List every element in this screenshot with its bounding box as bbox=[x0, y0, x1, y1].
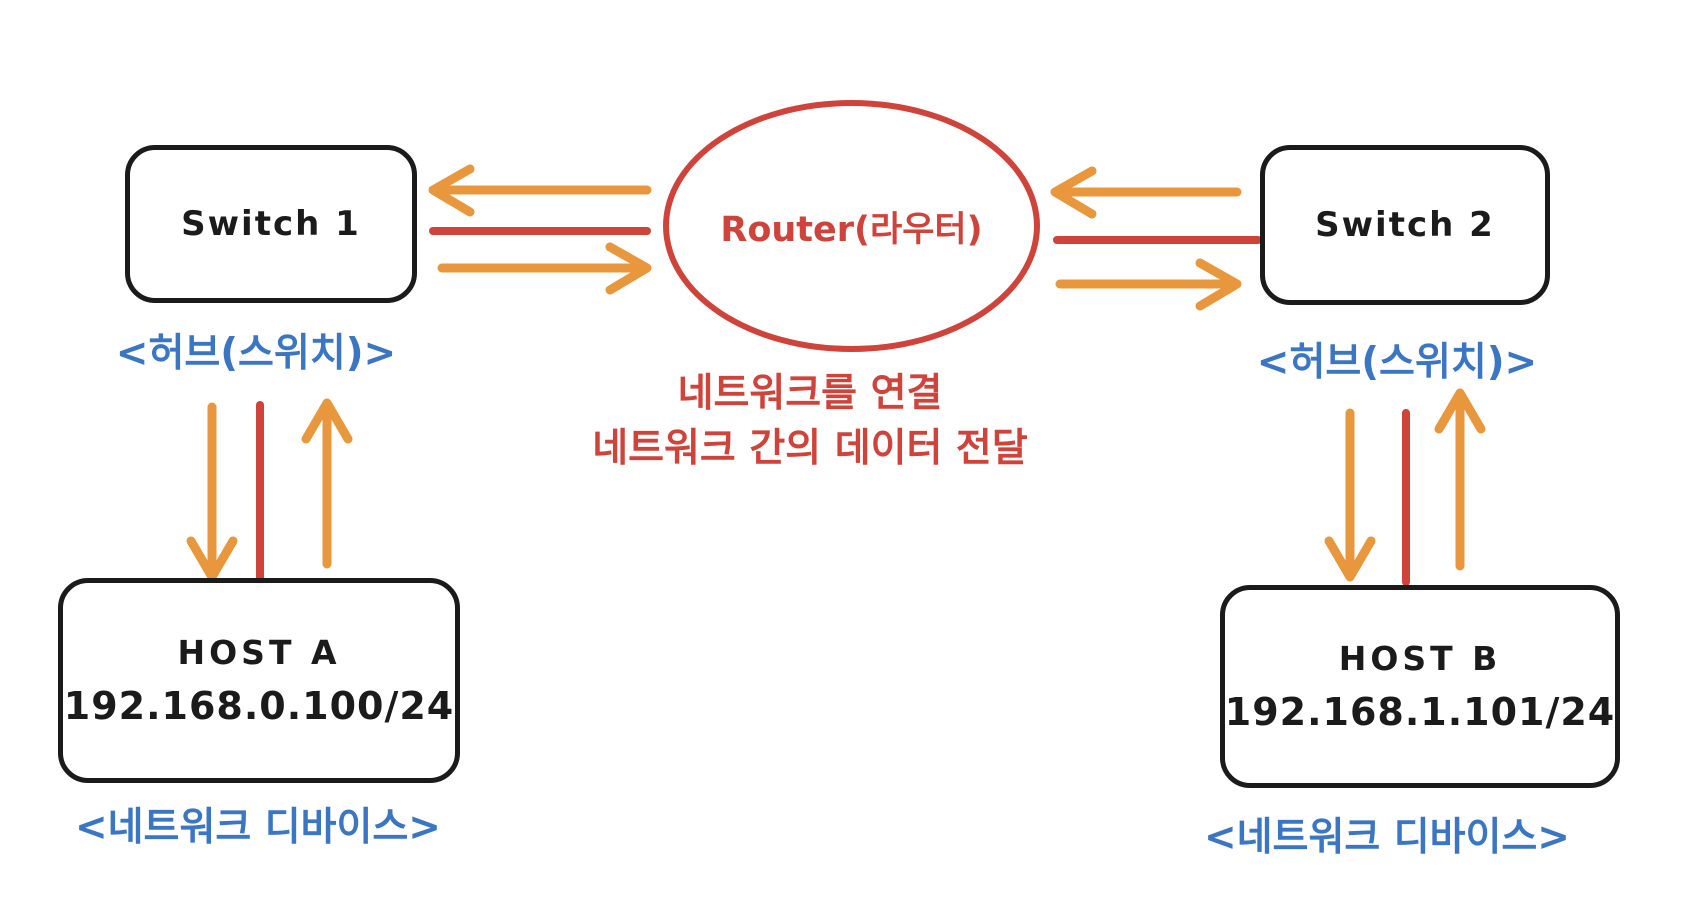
switch1-hub-caption: <허브(스위치)> bbox=[115, 331, 397, 376]
switch2-label: Switch 2 bbox=[1315, 205, 1495, 245]
arrow-router-to-switch2 bbox=[1055, 258, 1242, 311]
hostb-device-caption: <네트워크 디바이스> bbox=[1204, 815, 1570, 860]
arrow-switch1-to-hosta bbox=[186, 402, 238, 582]
hosta-title: HOST A bbox=[177, 633, 341, 672]
arrow-hosta-to-switch1 bbox=[301, 398, 353, 569]
switch2-node: Switch 2 bbox=[1260, 145, 1550, 305]
router-label: Router(라우터) bbox=[720, 209, 983, 250]
hostb-node: HOST B 192.168.1.101/24 bbox=[1220, 585, 1620, 788]
hosta-node: HOST A 192.168.0.100/24 bbox=[58, 578, 460, 783]
hostb-title: HOST B bbox=[1338, 639, 1502, 678]
hosta-device-caption: <네트워크 디바이스> bbox=[75, 805, 441, 850]
router-caption-line2: 네트워크 간의 데이터 전달 bbox=[592, 426, 1028, 471]
arrow-router-to-switch1 bbox=[428, 164, 652, 217]
hostb-ip: 192.168.1.101/24 bbox=[1224, 690, 1616, 734]
switch2-hub-caption: <허브(스위치)> bbox=[1256, 340, 1538, 385]
router-caption-line1: 네트워크를 연결 bbox=[677, 371, 943, 416]
arrow-switch2-to-router bbox=[1050, 166, 1242, 219]
hosta-ip: 192.168.0.100/24 bbox=[63, 684, 455, 728]
switch1-label: Switch 1 bbox=[181, 204, 361, 244]
router-node: Router(라우터) bbox=[663, 100, 1040, 352]
switch1-node: Switch 1 bbox=[125, 145, 417, 303]
router-caption: 네트워크를 연결 네트워크 간의 데이터 전달 bbox=[540, 366, 1080, 476]
arrow-hostb-to-switch2 bbox=[1434, 388, 1486, 571]
arrow-switch2-to-hostb bbox=[1324, 408, 1376, 582]
arrow-switch1-to-router bbox=[437, 242, 652, 295]
